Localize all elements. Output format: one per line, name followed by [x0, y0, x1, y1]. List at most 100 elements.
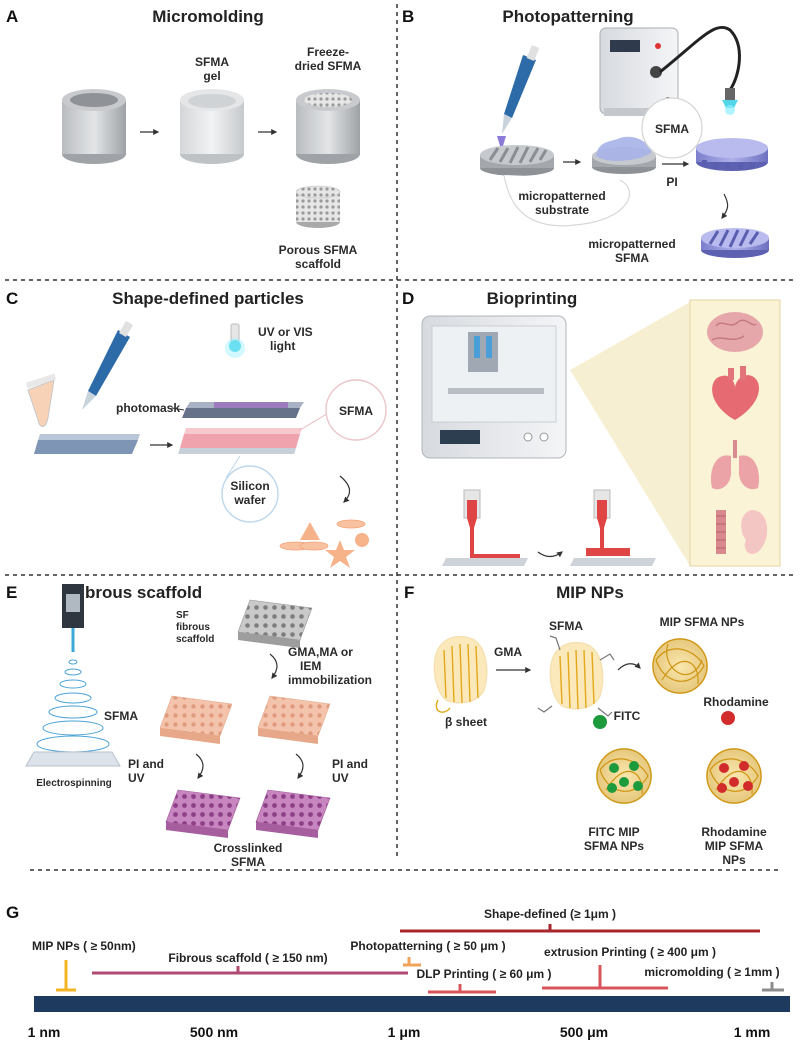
electrospinner-icon: [25, 584, 121, 767]
label-sf-3: scaffold: [176, 634, 214, 645]
axis-label-1nm: 1 nm: [28, 1024, 61, 1040]
pipette-icon: [497, 45, 540, 146]
light-bulb-icon: [225, 323, 245, 358]
range-label-extrusion: extrusion Printing ( ≥ 400 μm ): [544, 945, 716, 959]
label-cross-2: SFMA: [231, 855, 265, 869]
range-mip: MIP NPs ( ≥ 50nm): [32, 939, 136, 992]
range-label-micromolding: micromolding ( ≥ 1mm ): [644, 965, 779, 979]
panel-title-e: Fibrous scaffold: [70, 583, 202, 602]
label-substrate-1: micropatterned: [518, 189, 605, 203]
panel-e: E Fibrous scaffold Electrospinning SF fi…: [6, 583, 372, 869]
label-freeze-2: dried SFMA: [295, 59, 362, 73]
tube-icon: [25, 373, 57, 427]
label-fitc-np-1: FITC MIP: [588, 825, 639, 839]
particles-icon: [279, 519, 369, 568]
label-rhod-np-2: MIP SFMA: [705, 839, 764, 853]
range-photopatterning: Photopatterning ( ≥ 50 μm ): [350, 939, 506, 967]
label-wafer-2: wafer: [233, 493, 266, 507]
extrusion-nozzle-right-icon: [570, 489, 656, 566]
range-extrusion: extrusion Printing ( ≥ 400 μm ): [542, 945, 716, 990]
photomask-icon: [182, 402, 304, 418]
label-immob-2: IEM: [300, 659, 321, 673]
panel-dividers: [5, 4, 795, 871]
panel-f: F MIP NPs β sheet GMA SFMA: [404, 583, 769, 867]
panel-title-b: Photopatterning: [502, 7, 633, 26]
brain-icon: [707, 312, 763, 352]
panel-g: G MIP NPs ( ≥ 50nm) Fibrous scaffold ( ≥…: [6, 903, 790, 1040]
label-porous-1: Porous SFMA: [279, 243, 358, 257]
range-label-mip: MIP NPs ( ≥ 50nm): [32, 939, 136, 953]
range-label-shape-defined: Shape-defined (≥ 1μm ): [484, 907, 616, 921]
panel-letter-a: A: [6, 7, 18, 26]
label-fitc-np-2: SFMA NPs: [584, 839, 645, 853]
trachea-icon: [716, 510, 726, 554]
beta-sheet-icon: [433, 635, 488, 713]
panel-title-f: MIP NPs: [556, 583, 624, 602]
label-electrospinning: Electrospinning: [36, 778, 112, 789]
label-freeze-1: Freeze-: [307, 45, 349, 59]
label-result-1: micropatterned: [588, 237, 675, 251]
range-dlp: DLP Printing ( ≥ 60 μm ): [416, 967, 552, 994]
label-substrate-2: substrate: [535, 203, 589, 217]
axis-label-500um: 500 μm: [560, 1024, 608, 1040]
panel-title-c: Shape-defined particles: [112, 289, 304, 308]
micropatterned-substrate-icon: [480, 145, 554, 176]
sfma-slide-icon: [178, 428, 302, 454]
scale-axis-bar: [34, 996, 790, 1012]
freeze-dried-mold-icon: [296, 89, 360, 164]
label-beta: β sheet: [445, 715, 487, 729]
bioprinter-icon: [421, 315, 567, 459]
ear-icon: [741, 510, 768, 554]
empty-mold-icon: [62, 89, 126, 164]
label-pi-left-2: UV: [128, 771, 145, 785]
micropatterned-sfma-icon: [701, 228, 769, 258]
panel-letter-d: D: [402, 289, 414, 308]
label-immob-3: immobilization: [288, 673, 372, 687]
label-light-1: UV or VIS: [258, 325, 313, 339]
label-sfma-c: SFMA: [339, 404, 373, 418]
range-fibrous: Fibrous scaffold ( ≥ 150 nm): [92, 951, 408, 975]
range-label-photopatterning: Photopatterning ( ≥ 50 μm ): [350, 939, 505, 953]
label-rhod-np-1: Rhodamine: [701, 825, 767, 839]
range-label-dlp: DLP Printing ( ≥ 60 μm ): [416, 967, 551, 981]
sfma-disc-icon: [696, 138, 768, 171]
mip-np-icon: [652, 638, 708, 694]
range-shape-defined: Shape-defined (≥ 1μm ): [400, 907, 760, 933]
label-sf-1: SF: [176, 610, 189, 621]
label-wafer-1: Silicon: [230, 479, 269, 493]
sfma-scaffold-right-icon: [257, 695, 331, 744]
gel-mold-icon: [180, 89, 244, 164]
porous-scaffold-icon: [295, 185, 341, 228]
label-light-2: light: [270, 339, 295, 353]
label-immob-1: GMA,MA or: [288, 645, 353, 659]
panel-title-a: Micromolding: [152, 7, 263, 26]
extrusion-nozzle-left-icon: [442, 489, 528, 566]
lungs-icon: [710, 440, 760, 490]
sfma-sheet-icon: [537, 635, 615, 717]
label-photomask: photomask: [116, 401, 180, 415]
label-sfma-b: SFMA: [655, 122, 689, 136]
panel-title-d: Bioprinting: [487, 289, 578, 308]
rhodamine-np-icon: [706, 748, 762, 804]
panel-a: A Micromolding SFMA gel Freeze- d: [6, 7, 362, 271]
panel-letter-g: G: [6, 903, 19, 922]
label-sfma-gel-2: gel: [203, 69, 220, 83]
crosslinked-scaffold-left-icon: [165, 789, 241, 838]
rhodamine-dot-icon: [721, 711, 735, 725]
label-rhod: Rhodamine: [703, 695, 769, 709]
panel-letter-b: B: [402, 7, 414, 26]
fitc-dot-icon: [593, 715, 607, 729]
glass-slide-icon: [34, 434, 140, 454]
label-cross-1: Crosslinked: [214, 841, 283, 855]
label-rhod-np-3: NPs: [722, 853, 746, 867]
label-result-2: SFMA: [615, 251, 649, 265]
label-sfma-gel-1: SFMA: [195, 55, 229, 69]
crosslinked-scaffold-right-icon: [255, 789, 331, 838]
label-sf-2: fibrous: [176, 622, 210, 633]
label-pi-b: PI: [666, 175, 677, 189]
panel-letter-c: C: [6, 289, 18, 308]
label-gma: GMA: [494, 645, 522, 659]
axis-label-1um: 1 μm: [388, 1024, 421, 1040]
